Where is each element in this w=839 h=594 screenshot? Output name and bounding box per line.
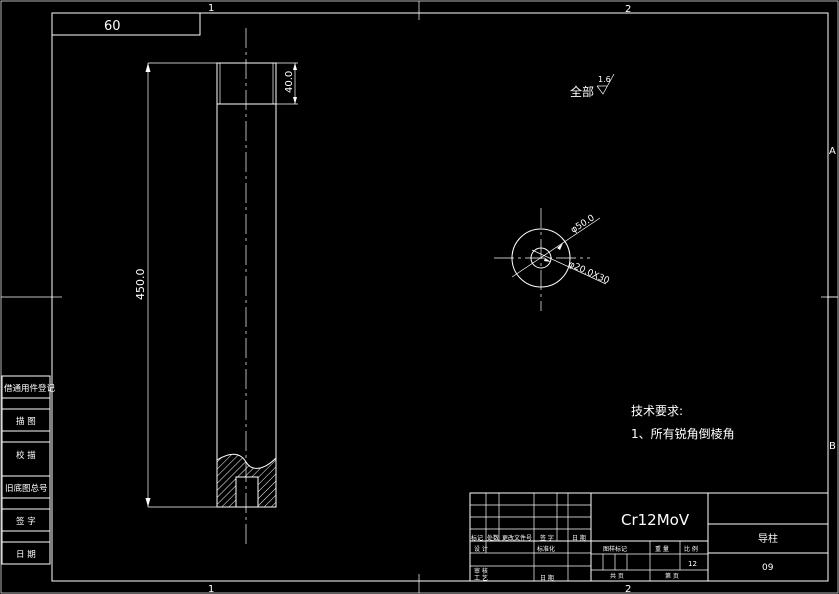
title-block-label: 图样标记 [603,545,627,553]
left-stamp: 借通用件登记 描 图 校 描 旧底图总号 签 字 日 期 [1,375,56,565]
inner-frame [51,12,829,582]
bore-depth-dimension [276,62,298,105]
title-block-label: 共 页 [610,572,624,580]
title-block-label: 日 期 [540,574,554,582]
hole-dim-text: φ20.0X30 [567,260,611,287]
scale-value: 12 [688,560,697,568]
title-block-label: 日 期 [572,534,586,542]
title-block: 标记 处数 更改文件号 签 字 日 期 设 计 标准化 审 核 工 艺 日 期 … [469,492,829,582]
stamp-row-3: 校 描 [16,450,36,461]
roughness-value: 1.6 [598,75,611,84]
diameter-dim-text: φ50.0 [569,213,597,235]
roughness-symbol-icon [596,73,615,95]
title-block-label: 第 页 [665,572,679,580]
title-block-label: 处数 [487,534,499,542]
surface-finish-label: 全部 [570,84,594,99]
guide-post-view [216,28,277,548]
stamp-row-1: 借通用件登记 [4,383,56,394]
title-block-label: 审 核 [474,567,488,575]
stamp-row-5: 签 字 [16,516,36,527]
title-block-label: 标记 [471,534,483,542]
stamp-row-2: 描 图 [16,416,36,427]
end-view [494,208,607,311]
part-name-text: 导柱 [758,532,778,545]
drawing-number-text: 09 [762,563,774,573]
title-block-label: 更改文件号 [502,534,532,542]
zone-right-b: B [829,441,836,452]
zone-right-a: A [829,146,836,157]
zone-bottom-2: 2 [625,584,631,594]
title-block-label: 标准化 [537,545,555,553]
tech-req-item-1: 1、所有锐角倒棱角 [631,426,735,441]
stamp-row-4: 旧底图总号 [5,483,48,494]
zone-top-2: 2 [625,4,631,15]
material-text: Cr12MoV [621,511,690,529]
title-block-label: 设 计 [474,545,488,553]
bore-depth-text: 40.0 [284,71,295,93]
stamp-row-6: 日 期 [16,550,36,560]
title-block-label: 签 字 [540,534,554,542]
zone-top-1: 1 [208,3,214,14]
length-dimension [145,62,217,508]
title-block-label: 工 艺 [474,574,488,582]
title-block-label: 比 例 [684,545,698,553]
title-block-label: 重 量 [655,545,669,553]
tech-req-title: 技术要求: [631,404,683,418]
length-dim-text: 450.0 [134,269,147,301]
zone-bottom-1: 1 [208,584,214,594]
code-box-text: 60 [104,19,121,34]
code-box [51,12,201,36]
